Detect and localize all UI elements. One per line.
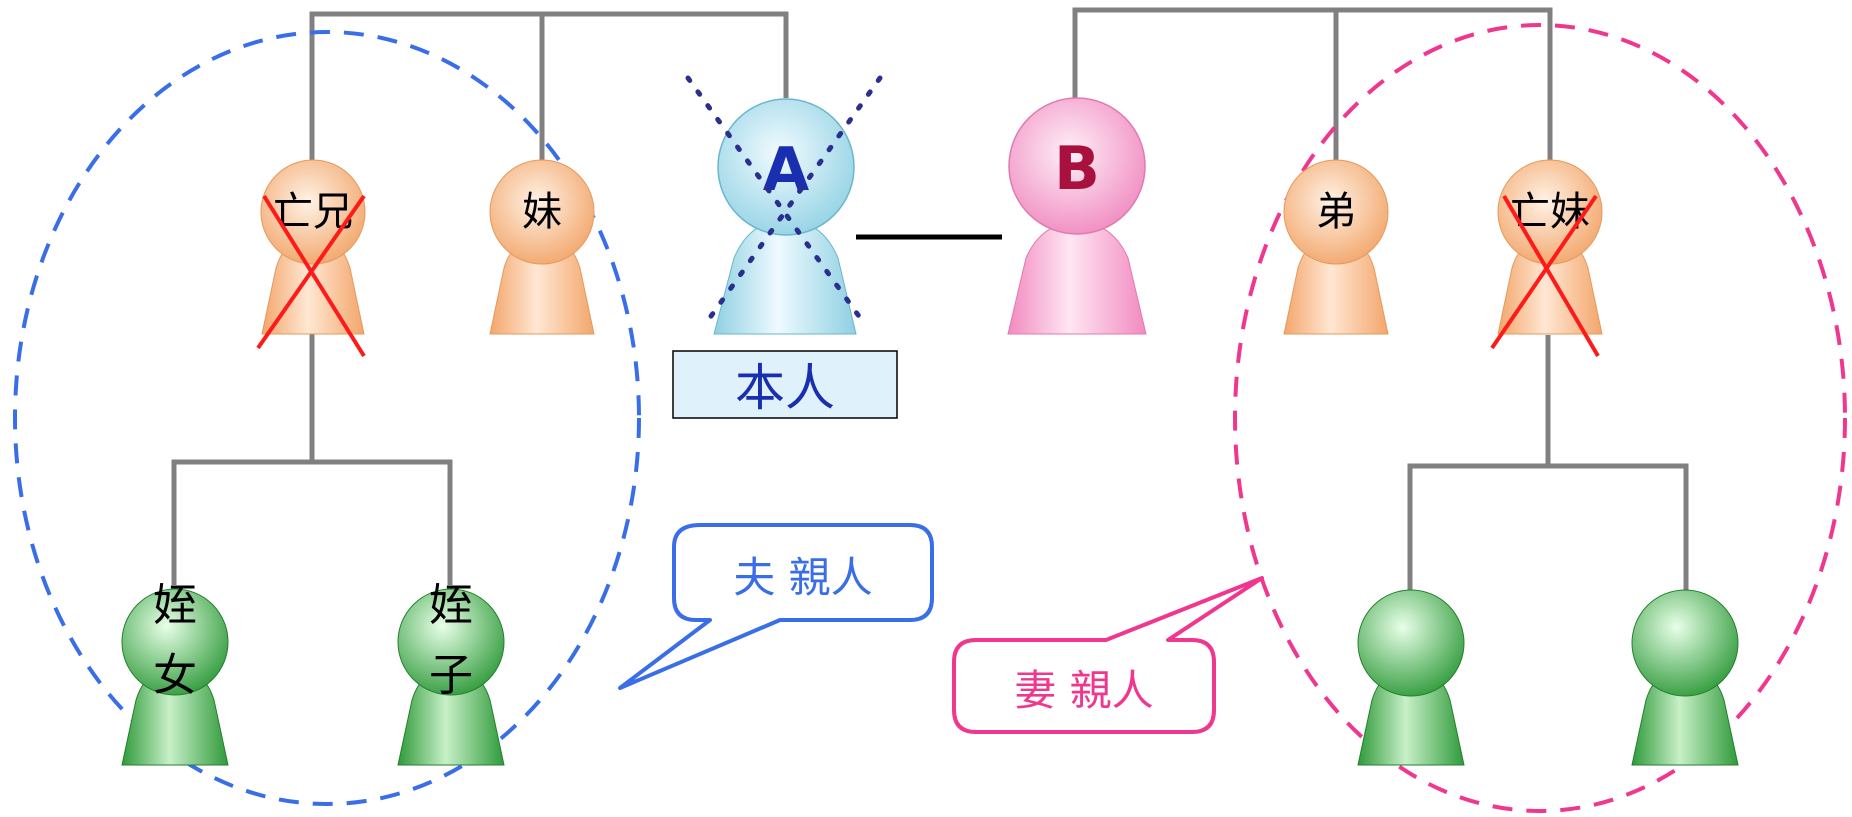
person-sister: 妹	[489, 159, 595, 335]
person-sister-deceased: 亡妹	[1490, 159, 1603, 358]
person-spouse-b: B	[1007, 97, 1147, 335]
husband-relatives-callout: 夫 親人	[618, 523, 934, 690]
person-brother-deceased: 亡兄	[256, 159, 366, 358]
person-letter: A	[763, 135, 810, 205]
self-tag: 本人	[672, 350, 898, 419]
callout-text: 夫 親人	[733, 553, 872, 602]
person-label-line1: 姪	[429, 580, 473, 631]
person-label: 亡兄	[273, 189, 353, 235]
person-letter: B	[1054, 134, 1100, 204]
self-dotted-x-icon	[685, 75, 883, 329]
person-child-right	[1631, 589, 1739, 766]
person-label-line2: 女	[153, 650, 197, 701]
person-child-left	[1357, 589, 1465, 766]
wife-relatives-callout: 妻 親人	[952, 576, 1264, 734]
person-nephew: 姪 子	[397, 580, 505, 766]
husband-relatives-circle	[13, 30, 641, 806]
callout-text: 妻 親人	[1014, 666, 1153, 715]
person-label-line1: 姪	[153, 580, 197, 631]
person-label-line2: 子	[429, 650, 473, 701]
person-niece: 姪 女	[121, 580, 229, 766]
wife-relatives-circle	[1233, 23, 1847, 813]
person-label: 弟	[1316, 189, 1356, 235]
deceased-x-icon	[1490, 194, 1600, 358]
connector-lines	[171, 7, 1689, 590]
person-younger-brother: 弟	[1283, 159, 1389, 335]
deceased-x-icon	[256, 194, 366, 358]
person-label: 妹	[522, 189, 562, 235]
self-tag-text: 本人	[735, 359, 835, 417]
person-self-a: A	[685, 75, 883, 335]
